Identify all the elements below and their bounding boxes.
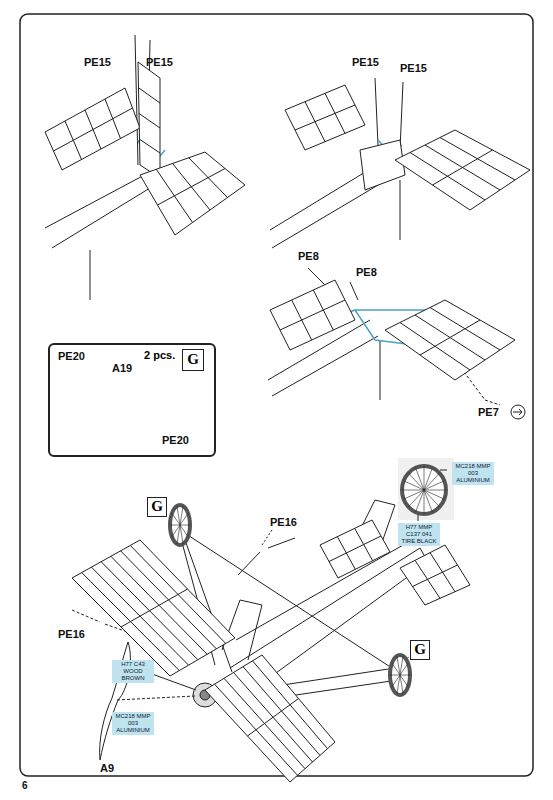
part-number: PE8	[298, 250, 319, 262]
wing-panel	[385, 300, 515, 380]
wing-panel	[400, 545, 470, 605]
wheel	[402, 466, 446, 514]
part-number: A19	[112, 362, 132, 374]
part-number: PE15	[352, 56, 379, 68]
wing-panel	[285, 85, 365, 150]
wheel-spokes	[402, 466, 446, 514]
wheel-spokes	[390, 656, 410, 694]
part-group-box: G	[410, 640, 430, 660]
part-number: PE16	[270, 516, 297, 528]
wing-panel	[45, 88, 140, 170]
group-letter: G	[414, 641, 426, 657]
part-number: PE15	[400, 62, 427, 74]
part-group-box: G	[182, 349, 204, 371]
quantity-note: 2 pcs.	[144, 349, 175, 361]
part-number: PE7	[478, 406, 499, 418]
part-number: PE8	[356, 266, 377, 278]
paint-callout: H77 C43 WOOD BROWN	[112, 660, 154, 683]
part-number: PE20	[162, 434, 189, 446]
paint-callout: MC218 MMP 003 ALUMINIUM	[112, 712, 154, 735]
wing-panel	[360, 140, 405, 190]
page-number: 6	[22, 780, 28, 791]
wing-panel	[72, 540, 235, 676]
group-letter: G	[151, 498, 163, 514]
wing-panel	[270, 280, 355, 350]
wing-panel	[138, 62, 160, 178]
wing-panel	[320, 520, 390, 578]
wheel	[170, 505, 190, 545]
wheel	[390, 655, 410, 695]
group-letter: G	[187, 351, 199, 367]
part-number: PE15	[146, 56, 173, 68]
part-number: PE20	[58, 350, 85, 362]
part-number: PE15	[84, 56, 111, 68]
wing-panel	[395, 130, 530, 210]
part-number: PE16	[58, 628, 85, 640]
part-number: A9	[100, 762, 114, 774]
paint-callout: H77 MMP C137 041 TIRE BLACK	[398, 523, 440, 546]
wing-panel	[205, 655, 335, 782]
wheel-spokes	[170, 506, 190, 544]
wing-panel	[140, 152, 245, 235]
part-group-box: G	[147, 497, 167, 517]
paint-callout: MC218 MMP 003 ALUMINIUM	[452, 462, 494, 485]
